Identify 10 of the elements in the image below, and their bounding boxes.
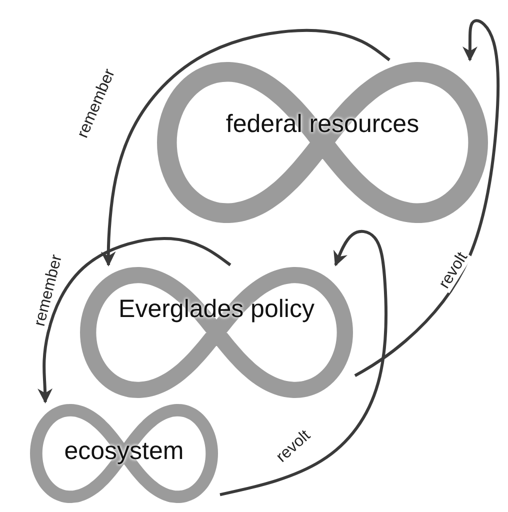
infinity-loop-node — [78, 265, 355, 400]
infinity-loop-node — [155, 60, 490, 225]
node-label: ecosystem — [64, 437, 184, 465]
arrow — [354, 19, 500, 377]
arrow — [100, 28, 390, 266]
infinity-loop-node — [28, 402, 220, 505]
arrow — [220, 230, 388, 496]
node-label: Everglades policy — [118, 295, 314, 323]
node-label: federal resources — [226, 110, 420, 138]
arrow — [38, 237, 232, 404]
